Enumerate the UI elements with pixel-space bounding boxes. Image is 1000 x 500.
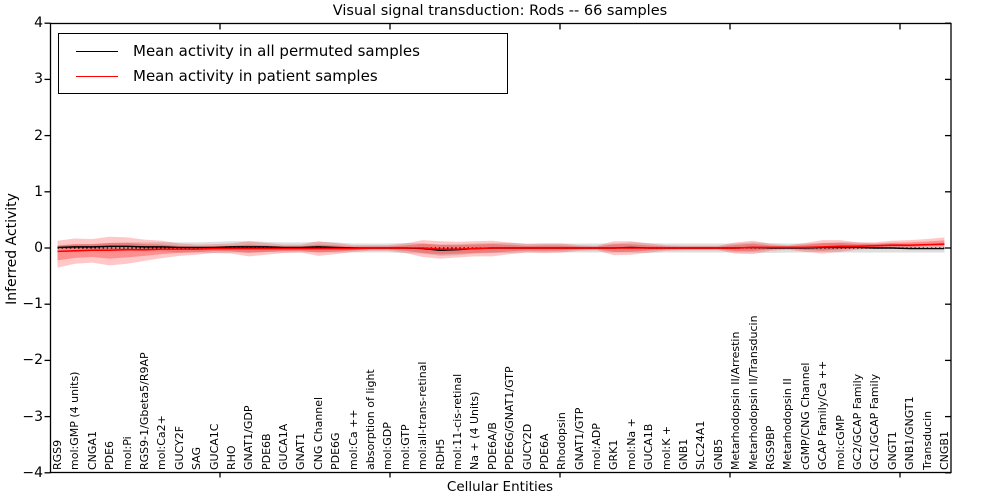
y-tick-label: −3 xyxy=(22,408,43,425)
y-tick-label: 0 xyxy=(34,240,43,256)
y-tick-label: 1 xyxy=(34,183,43,200)
legend-label-permuted: Mean activity in all permuted samples xyxy=(133,42,420,60)
y-tick-label: 3 xyxy=(34,71,43,88)
patient-mean-line xyxy=(57,243,945,253)
legend-item-patient: Mean activity in patient samples xyxy=(76,67,507,85)
y-tick-label: 2 xyxy=(34,127,43,144)
permuted-line-swatch xyxy=(76,50,118,52)
legend-item-permuted: Mean activity in all permuted samples xyxy=(76,42,507,60)
patient-range-inner-band xyxy=(57,240,945,261)
y-tick-label: 4 xyxy=(34,15,43,32)
patient-range-outer-band xyxy=(57,236,945,268)
x-axis-label: Cellular Entities xyxy=(446,479,554,495)
y-tick-label: −4 xyxy=(22,464,43,481)
patient-line-swatch xyxy=(76,75,118,77)
y-tick-label: −2 xyxy=(22,352,43,369)
y-tick-label: −1 xyxy=(22,296,43,313)
legend: Mean activity in all permuted samples Me… xyxy=(58,33,508,94)
chart-title: Visual signal transduction: Rods -- 66 s… xyxy=(332,3,668,19)
legend-label-patient: Mean activity in patient samples xyxy=(133,67,378,85)
